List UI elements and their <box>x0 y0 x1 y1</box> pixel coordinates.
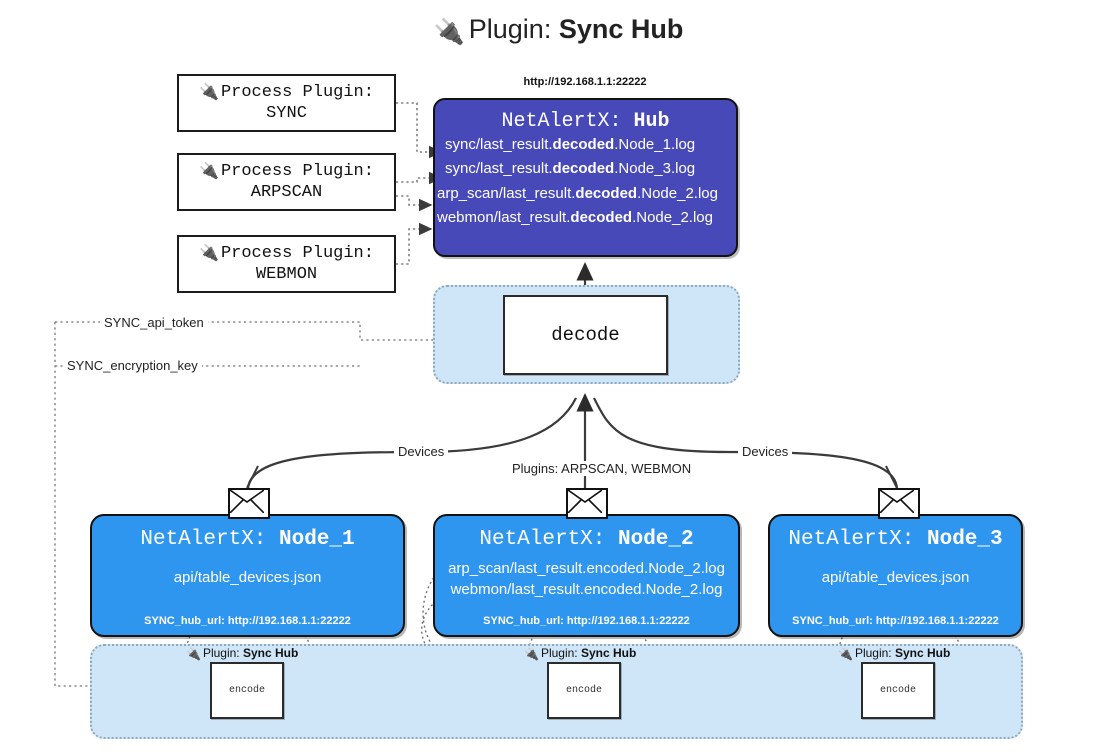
encode-box-1[interactable]: encode <box>210 662 284 719</box>
edge-label-devices-left: Devices <box>394 444 449 459</box>
process-plugin-label: Process Plugin: <box>220 161 374 181</box>
process-plugin-name: SYNC <box>266 104 307 123</box>
hub-log-line: sync/last_result.decoded.Node_3.log <box>445 160 696 178</box>
plug-icon: 🔌 <box>199 244 219 263</box>
title-prefix: Plugin: <box>468 14 552 44</box>
node-log-line: api/table_devices.json <box>821 569 970 586</box>
plug-icon: 🔌 <box>524 647 539 661</box>
plug-icon: 🔌 <box>186 647 201 661</box>
process-plugin-arpscan[interactable]: 🔌Process Plugin: ARPSCAN <box>177 153 396 211</box>
plugin-instance-label-3: 🔌Plugin: Sync Hub <box>838 646 951 661</box>
hub-node[interactable]: NetAlertX: Hub sync/last_result.decoded.… <box>433 98 738 257</box>
process-plugin-label: Process Plugin: <box>220 243 374 263</box>
node-footer: SYNC_hub_url: http://192.168.1.1:22222 <box>792 615 999 627</box>
node-1[interactable]: NetAlertX: Node_1 api/table_devices.json… <box>90 514 405 637</box>
hub-log-line: arp_scan/last_result.decoded.Node_2.log <box>437 184 718 202</box>
encode-box-2[interactable]: encode <box>547 662 621 719</box>
hub-log-line: sync/last_result.decoded.Node_1.log <box>445 136 696 153</box>
node-log-line: arp_scan/last_result.encoded.Node_2.log <box>448 560 725 577</box>
edge-label-devices-right: Devices <box>738 444 793 459</box>
envelope-icon <box>878 488 920 519</box>
node-2[interactable]: NetAlertX: Node_2 arp_scan/last_result.e… <box>433 514 740 637</box>
process-plugin-sync[interactable]: 🔌Process Plugin: SYNC <box>177 74 396 132</box>
node-3[interactable]: NetAlertX: Node_3 api/table_devices.json… <box>768 514 1023 637</box>
plugin-instance-label-1: 🔌Plugin: Sync Hub <box>186 646 299 661</box>
node-log-line: api/table_devices.json <box>173 569 322 586</box>
edge-label-sync-api-token: SYNC_api_token <box>100 315 208 330</box>
node-log-line: webmon/last_result.encoded.Node_2.log <box>450 581 723 598</box>
plug-icon: 🔌 <box>199 162 219 181</box>
hub-title: NetAlertX: Hub <box>435 110 736 133</box>
decode-box[interactable]: decode <box>503 295 668 375</box>
plug-icon: 🔌 <box>838 647 853 661</box>
hub-title-prefix: NetAlertX: <box>501 110 622 133</box>
encode-box-3[interactable]: encode <box>861 662 935 719</box>
node-title: NetAlertX: Node_2 <box>479 528 694 551</box>
plug-icon: 🔌 <box>433 18 465 46</box>
envelope-icon <box>566 488 608 519</box>
node-title: NetAlertX: Node_3 <box>788 528 1003 551</box>
edge-label-plugins-center: Plugins: ARPSCAN, WEBMON <box>508 461 696 476</box>
envelope-icon <box>228 488 270 519</box>
page-title: 🔌Plugin: Sync Hub <box>0 14 1117 47</box>
hub-log-line: webmon/last_result.decoded.Node_2.log <box>437 208 713 226</box>
plug-icon: 🔌 <box>199 83 219 102</box>
process-plugin-webmon[interactable]: 🔌Process Plugin: WEBMON <box>177 235 396 293</box>
hub-url-label: http://192.168.1.1:22222 <box>523 76 647 88</box>
edge-label-sync-encryption-key: SYNC_encryption_key <box>63 358 202 373</box>
node-footer: SYNC_hub_url: http://192.168.1.1:22222 <box>483 615 690 627</box>
process-plugin-name: ARPSCAN <box>250 183 323 202</box>
plugin-instance-label-2: 🔌Plugin: Sync Hub <box>524 646 637 661</box>
process-plugin-label: Process Plugin: <box>220 82 374 102</box>
node-footer: SYNC_hub_url: http://192.168.1.1:22222 <box>144 615 351 627</box>
hub-title-name: Hub <box>633 110 670 133</box>
title-name: Sync Hub <box>558 14 684 44</box>
process-plugin-name: WEBMON <box>255 265 318 284</box>
node-title: NetAlertX: Node_1 <box>140 528 355 551</box>
